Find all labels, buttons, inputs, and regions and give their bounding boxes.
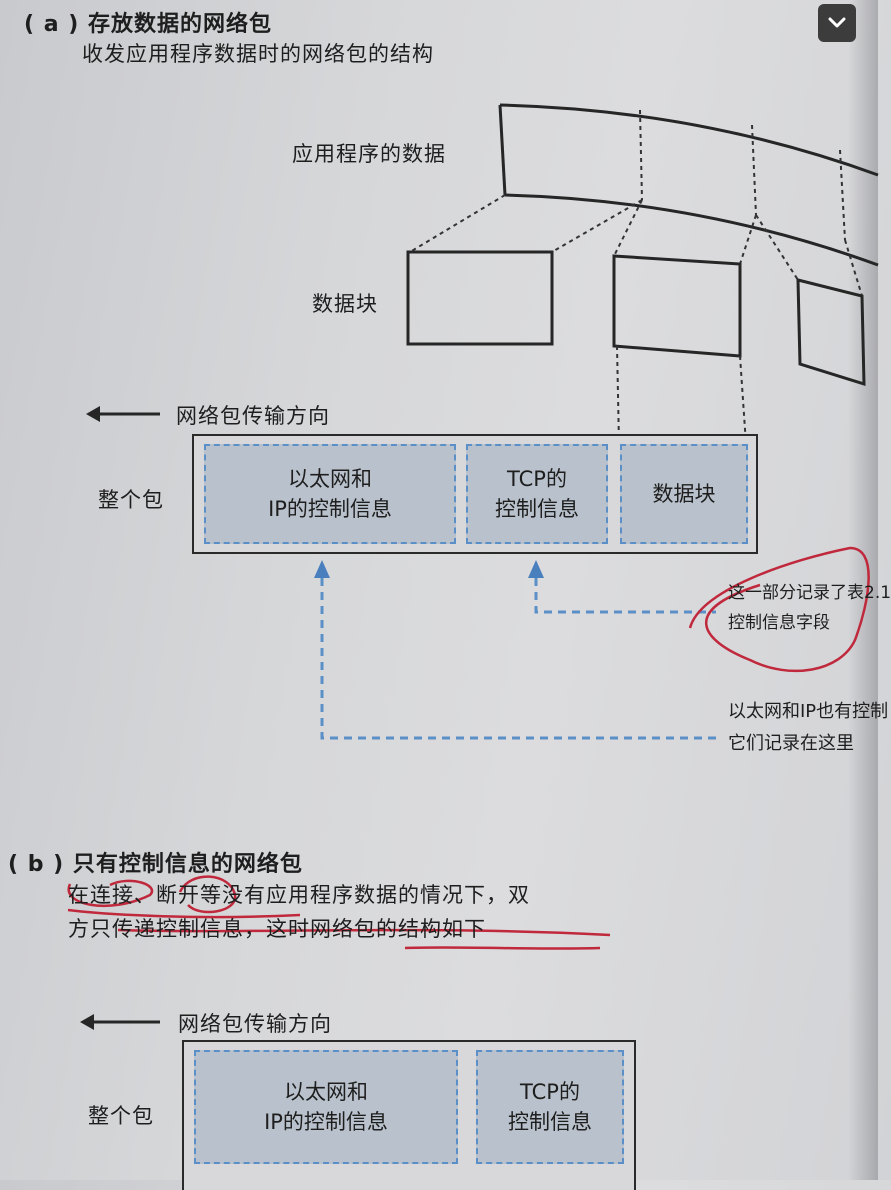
app-data-top-edge xyxy=(499,103,879,177)
data-block-3 xyxy=(796,278,866,387)
drop-line-right xyxy=(739,355,747,445)
cell-text: IP的控制信息 xyxy=(268,497,392,521)
tcp-pointer-line xyxy=(534,578,716,614)
ip-pointer-line xyxy=(320,578,716,740)
app-data-left-edge xyxy=(498,104,507,196)
app-data-split-1 xyxy=(639,109,643,201)
packet-a-tcp-cell: TCP的 控制信息 xyxy=(466,444,608,544)
cell-text: TCP的 xyxy=(507,467,567,491)
section-b-desc-line1: 在连接、断开等没有应用程序数据的情况下，双 xyxy=(68,883,530,907)
cell-text: 以太网和 xyxy=(284,1080,368,1104)
note-ip-line2: 它们记录在这里 xyxy=(728,733,854,754)
packet-b-ethernet-ip-cell: 以太网和 IP的控制信息 xyxy=(194,1050,458,1164)
data-block-2 xyxy=(612,254,742,358)
connector-4 xyxy=(739,214,757,265)
note-ip: 以太网和IP也有控制 它们记录在这里 xyxy=(728,696,889,760)
pen-underline-3 xyxy=(404,946,601,950)
section-a-heading: ( a ) 存放数据的网络包 xyxy=(24,6,272,38)
section-b-label: ( b ) xyxy=(8,852,65,877)
section-b-desc-line2: 方只传递控制信息，这时网络包的结构如下 xyxy=(68,917,486,941)
connector-3 xyxy=(613,199,643,257)
ip-pointer-arrow-head xyxy=(314,560,330,578)
direction-arrow-b-head xyxy=(80,1014,94,1030)
direction-label-a: 网络包传输方向 xyxy=(176,404,330,428)
section-a-label: ( a ) xyxy=(24,12,80,37)
connector-1 xyxy=(409,194,506,253)
drop-line-left xyxy=(616,345,620,445)
connector-5 xyxy=(755,214,799,281)
app-data-bottom-edge xyxy=(504,193,879,267)
note-tcp-line1: 这一部分记录了表2.1 xyxy=(728,583,891,603)
pen-underline-1 xyxy=(67,908,301,919)
direction-label-b: 网络包传输方向 xyxy=(178,1012,332,1036)
cell-text: IP的控制信息 xyxy=(264,1110,388,1134)
cell-text: 控制信息 xyxy=(508,1110,592,1134)
diagram-a-lines xyxy=(67,103,879,1030)
section-b-title: 只有控制信息的网络包 xyxy=(72,852,303,877)
section-b-heading: ( b ) 只有控制信息的网络包 xyxy=(8,846,303,878)
note-ip-line1: 以太网和IP也有控制 xyxy=(728,701,889,722)
app-data-label: 应用程序的数据 xyxy=(292,142,446,166)
whole-packet-label-b: 整个包 xyxy=(88,1104,154,1128)
connector-2 xyxy=(551,199,643,253)
data-block-label: 数据块 xyxy=(312,292,378,316)
note-tcp: 这一部分记录了表2.1 控制信息字段 xyxy=(728,578,891,638)
section-b-description: 在连接、断开等没有应用程序数据的情况下，双 方只传递控制信息，这时网络包的结构如… xyxy=(68,878,530,946)
section-a-title: 存放数据的网络包 xyxy=(87,12,272,37)
cell-text: 数据块 xyxy=(652,482,716,506)
packet-b-tcp-cell: TCP的 控制信息 xyxy=(476,1050,624,1164)
page-edge xyxy=(848,0,878,1180)
pen-annotation-circle xyxy=(688,546,870,673)
app-data-split-3 xyxy=(839,149,846,241)
packet-a-data-cell: 数据块 xyxy=(620,444,748,544)
tcp-pointer-arrow-head xyxy=(528,560,544,578)
direction-arrow-a-head xyxy=(86,406,100,422)
data-block-1 xyxy=(406,250,554,346)
packet-a-ethernet-ip-cell: 以太网和 IP的控制信息 xyxy=(204,444,456,544)
connector-6 xyxy=(844,239,863,297)
app-data-split-2 xyxy=(751,124,757,216)
collapse-button[interactable] xyxy=(818,4,856,42)
note-tcp-line2: 控制信息字段 xyxy=(728,613,830,633)
pen-underline-2 xyxy=(117,928,611,937)
section-a-subtitle: 收发应用程序数据时的网络包的结构 xyxy=(82,42,434,66)
pen-circle-duankai xyxy=(178,875,237,914)
cell-text: 控制信息 xyxy=(495,497,579,521)
whole-packet-label-a: 整个包 xyxy=(98,488,164,512)
pen-circle-lianjie xyxy=(67,879,154,908)
chevron-down-icon xyxy=(828,17,846,28)
cell-text: 以太网和 xyxy=(288,467,372,491)
cell-text: TCP的 xyxy=(520,1080,580,1104)
